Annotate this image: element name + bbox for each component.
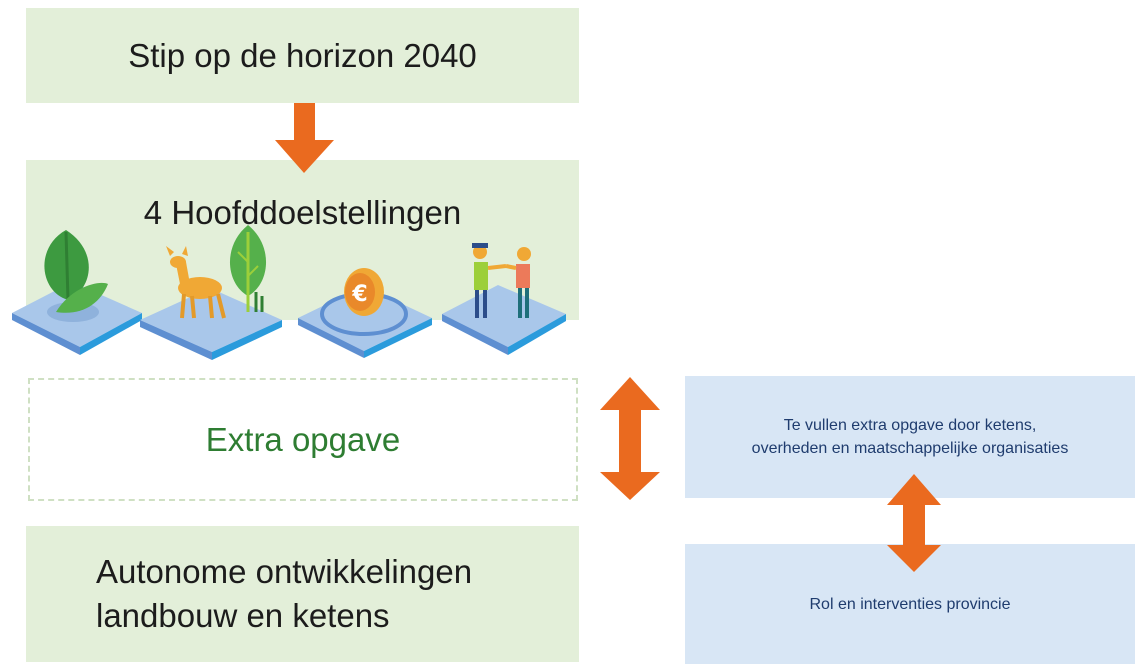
deer-tree-icon	[140, 225, 282, 360]
people-handshake-icon	[442, 243, 566, 355]
down-arrow-icon	[275, 103, 334, 173]
chain-task-line-1: Te vullen extra opgave door ketens,	[783, 417, 1037, 434]
province-role-label: Rol en interventies provincie	[809, 595, 1011, 613]
chain-task-box: Te vullen extra opgave door ketens, over…	[685, 376, 1135, 498]
province-role-text: Rol en interventies provincie	[810, 593, 1011, 616]
chain-task-line-2: overheden en maatschappelijke organisati…	[751, 440, 1069, 457]
horizon-label: Stip op de horizon 2040	[128, 36, 477, 74]
goals-title: 4 Hoofddoelstellingen	[143, 194, 462, 231]
horizon-box: Stip op de horizon 2040	[26, 8, 579, 103]
chain-task-text: Te vullen extra opgave door ketens, over…	[752, 414, 1069, 460]
svg-text:€: €	[351, 282, 367, 307]
autonomous-box: Autonome ontwikkelingen landbouw en kete…	[26, 526, 579, 662]
euro-coin-icon: €	[298, 268, 432, 358]
extra-task-box: Extra opgave	[28, 378, 578, 501]
leaf-icon	[12, 230, 142, 355]
autonomous-line-1: Autonome ontwikkelingen	[96, 553, 473, 590]
autonomous-text: Autonome ontwikkelingen landbouw en kete…	[96, 550, 472, 638]
double-arrow-icon	[600, 377, 660, 500]
extra-task-label: Extra opgave	[205, 420, 401, 458]
autonomous-line-2: landbouw en ketens	[96, 597, 390, 634]
double-arrow-right-icon	[887, 474, 941, 572]
